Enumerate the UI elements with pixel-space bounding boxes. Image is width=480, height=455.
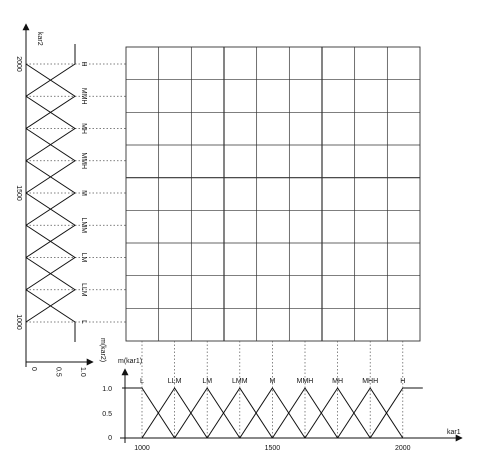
kar2-value-tick: 2000: [15, 56, 22, 72]
kar2-set-label: LLM: [80, 283, 87, 297]
m-kar2-tick: 0.5: [55, 367, 62, 377]
kar1-membership-triangle: [174, 387, 241, 439]
kar1-membership-triangle: [369, 387, 423, 439]
kar2-value-tick: 1500: [15, 185, 22, 201]
kar2-axis-label: kar2: [36, 32, 43, 46]
kar2-set-label: M: [80, 190, 87, 196]
kar2-set-label: LMM: [80, 217, 87, 233]
kar1-membership-triangle: [122, 387, 176, 439]
kar1-set-label: MHH: [362, 378, 378, 385]
kar2-membership-triangle: [25, 289, 76, 342]
kar1-set-label: MH: [332, 378, 343, 385]
rule-grid-lines: [126, 47, 420, 341]
kar2-value-tick: 1000: [15, 314, 22, 330]
kar1-set-label: H: [400, 378, 405, 385]
m-kar1-tick: 0.5: [102, 411, 112, 418]
kar2-membership-triangle: [25, 95, 76, 162]
kar1-membership-plot: kar1 m(kar1) L LLM LM LMM M MMH MH MHH H 1000 150…: [102, 358, 463, 452]
kar2-membership-triangle: [25, 63, 76, 129]
kar1-set-label: L: [140, 378, 144, 385]
m-kar2-axis-label: m(kar2): [99, 338, 106, 362]
kar2-set-label: L: [80, 320, 87, 324]
m-kar1-tick: 1.0: [102, 386, 112, 393]
kar2-membership-triangle: [25, 128, 76, 194]
m-kar2-tick: 1.0: [79, 367, 86, 377]
m-kar1-ticks: 1.0 0.5 0: [102, 386, 112, 442]
kar2-membership-plot: kar2 m(kar2) H MMH MH MMH M LMM LM LLM L 2000 150…: [15, 23, 106, 377]
kar1-membership-triangle: [141, 387, 208, 439]
kar1-set-label: LMM: [232, 378, 248, 385]
kar2-set-label: MMH: [80, 88, 87, 105]
m-kar1-tick: 0: [108, 435, 112, 442]
kar1-set-label: M: [269, 378, 275, 385]
rule-grid-border: [125, 46, 421, 342]
kar1-set-label: LM: [202, 378, 212, 385]
kar2-membership-triangle: [25, 224, 76, 291]
kar2-set-label: MMH: [80, 152, 87, 169]
kar2-membership-functions: [25, 44, 76, 342]
kar1-set-label: MMH: [297, 378, 314, 385]
kar1-axis-label: kar1: [447, 429, 461, 436]
kar2-membership-triangle: [25, 44, 76, 97]
kar1-value-ticks: 1000 1500 2000: [134, 445, 410, 452]
kar2-set-label: MH: [80, 123, 87, 134]
kar1-value-tick: 2000: [395, 445, 411, 452]
kar1-membership-functions: [122, 387, 423, 439]
kar1-value-tick: 1000: [134, 445, 150, 452]
m-kar2-tick: 0: [30, 367, 37, 371]
kar1-membership-triangle: [304, 387, 371, 439]
kar1-set-labels: L LLM LM LMM M MMH MH MHH H: [140, 378, 405, 385]
kar2-value-ticks: 2000 1500 1000: [15, 56, 22, 330]
kar2-membership-triangle: [25, 192, 76, 258]
rule-grid: [125, 46, 421, 342]
m-kar2-ticks: 0 0.5 1.0: [30, 367, 86, 377]
kar1-membership-triangle: [239, 387, 306, 439]
kar2-membership-triangle: [25, 257, 76, 323]
kar1-membership-triangle: [206, 387, 273, 439]
kar1-membership-triangle: [271, 387, 339, 439]
kar1-set-label: LLM: [168, 378, 182, 385]
kar2-membership-triangle: [25, 160, 76, 226]
m-kar1-axis-label: m(kar1): [118, 358, 142, 365]
guide-lines: [26, 63, 404, 438]
kar2-set-label: LM: [80, 253, 87, 263]
kar1-value-tick: 1500: [265, 445, 281, 452]
kar2-set-labels: H MMH MH MMH M LMM LM LLM L: [80, 61, 87, 324]
kar1-membership-triangle: [337, 387, 404, 439]
kar2-set-label: H: [80, 61, 87, 66]
